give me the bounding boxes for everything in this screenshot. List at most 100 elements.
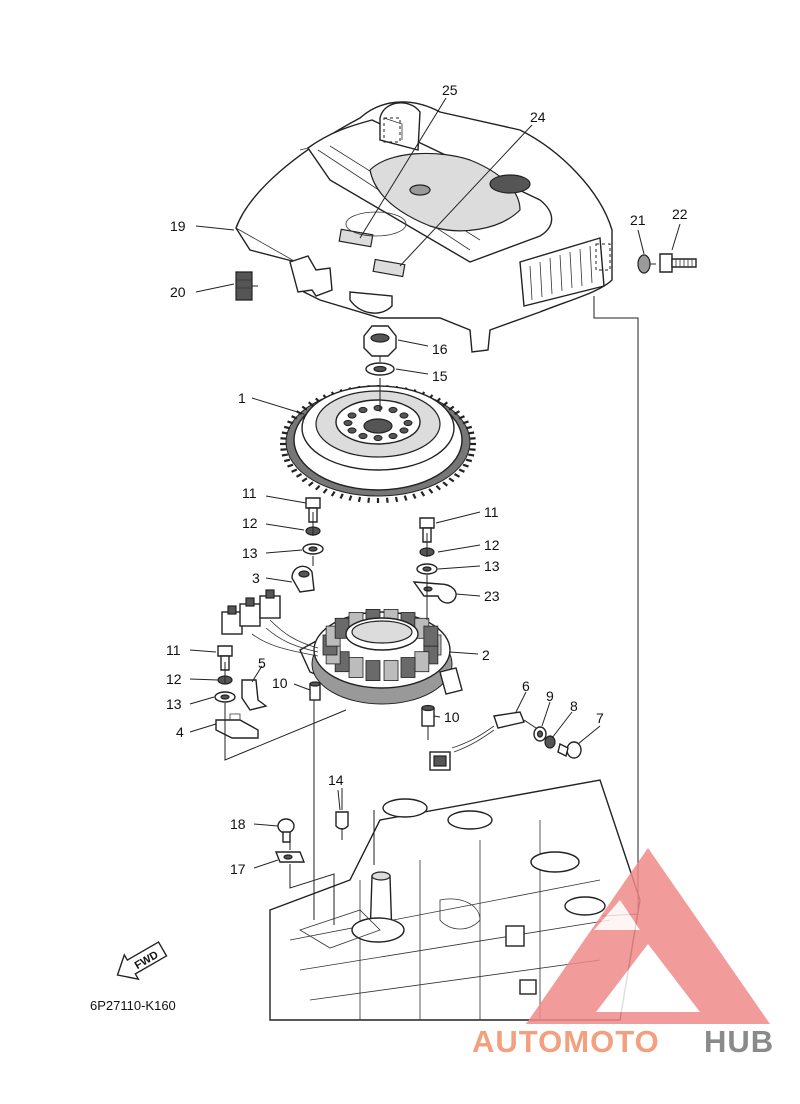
callout-11-right: 11 (484, 504, 499, 520)
flywheel-bolt-hole (373, 404, 383, 412)
gear-tooth (465, 458, 473, 463)
callout-13-upper-left: 13 (242, 545, 258, 561)
gear-tooth (468, 431, 475, 435)
callout-3: 3 (252, 570, 260, 586)
gear-tooth (301, 477, 308, 483)
gear-tooth (295, 473, 303, 478)
gear-tooth (307, 481, 314, 487)
flywheel-bolt-hole (399, 427, 409, 434)
flywheel-bolt-hole (373, 434, 383, 442)
callout-12-right: 12 (484, 537, 500, 553)
gear-tooth (442, 481, 449, 487)
gear-tooth (357, 496, 362, 503)
gear-tooth (412, 493, 417, 499)
gear-tooth (468, 453, 475, 457)
gear-tooth (291, 468, 298, 473)
leader-lines (189, 97, 681, 869)
grommet-part-20 (235, 271, 253, 301)
gear-tooth (465, 425, 473, 430)
gear-tooth (287, 463, 294, 468)
stator-assembly (299, 608, 463, 705)
washer-part-9 (533, 726, 547, 742)
gear-tooth (315, 484, 321, 491)
washer-part-8 (544, 735, 556, 749)
gear-tooth (283, 458, 291, 463)
diagram-code: 6P27110-K160 (90, 998, 176, 1013)
engine-block (269, 779, 641, 1021)
flywheel-bolt-hole (347, 427, 357, 434)
collar-part-10-right (421, 704, 435, 727)
callout-6: 6 (522, 678, 530, 694)
gear-tooth (458, 468, 465, 473)
gear-tooth (348, 495, 353, 501)
flywheel-bolt-hole (403, 419, 413, 427)
callout-24: 24 (530, 109, 546, 125)
callout-5: 5 (258, 655, 266, 671)
gear-tooth (458, 415, 465, 420)
gear-tooth (301, 405, 308, 411)
flywheel-bolt-hole (388, 432, 398, 440)
gear-tooth (453, 473, 461, 478)
flywheel-bolt-hole (358, 432, 368, 440)
callout-25: 25 (442, 82, 458, 98)
flywheel-bolt-hole (343, 419, 353, 427)
callout-15: 15 (432, 368, 448, 384)
gear-tooth (281, 453, 288, 457)
sensor-lead-part-6 (429, 711, 525, 771)
watermark-brand-b: HUB (704, 1024, 774, 1059)
callout-17: 17 (230, 861, 246, 877)
gear-tooth (339, 493, 344, 499)
watermark-brand-a: AUTOMOTO (472, 1024, 660, 1059)
gear-tooth (322, 488, 328, 494)
gear-tooth (462, 420, 469, 425)
gear-tooth (420, 491, 426, 497)
callout-9: 9 (546, 688, 554, 704)
gear-tooth (435, 484, 441, 491)
callout-13-lower-left: 13 (166, 696, 182, 712)
gear-tooth (367, 497, 371, 503)
flywheel-bolt-hole (358, 406, 368, 414)
clamp-part-3 (291, 565, 315, 593)
gear-tooth (462, 463, 469, 468)
plate-part-17 (274, 851, 306, 863)
callout-4: 4 (176, 724, 184, 740)
gear-tooth (428, 488, 434, 494)
clamp-part-23 (412, 581, 457, 604)
gear-tooth (448, 477, 455, 483)
gear-tooth (442, 401, 449, 407)
collar-part-21 (637, 254, 651, 274)
gear-tooth (291, 415, 298, 420)
callout-7: 7 (596, 710, 604, 726)
stator-coil (383, 660, 399, 682)
gear-tooth (287, 420, 294, 425)
gear-tooth (283, 425, 291, 430)
flywheel-bolt-hole (347, 412, 357, 419)
flywheel-cover (235, 101, 613, 353)
bracket-part-5 (241, 679, 268, 711)
bolt-part-22 (659, 253, 697, 273)
callout-2: 2 (482, 647, 490, 663)
flywheel-bolt-hole (388, 406, 398, 414)
callout-13-right: 13 (484, 558, 500, 574)
pin-part-14 (335, 811, 349, 830)
callout-18: 18 (230, 816, 246, 832)
callout-12-lower-left: 12 (166, 671, 182, 687)
gear-tooth (448, 405, 455, 411)
collar-part-10-left (309, 681, 321, 701)
callout-20: 20 (170, 284, 186, 300)
callout-14: 14 (328, 772, 344, 788)
callout-16: 16 (432, 341, 448, 357)
gear-tooth (281, 431, 288, 435)
fwd-label: FWD (133, 949, 161, 972)
callout-12-upper-left: 12 (242, 515, 258, 531)
callout-10-left: 10 (272, 675, 288, 691)
stator-coil (423, 625, 439, 647)
gear-tooth (307, 401, 314, 407)
watermark-logo (526, 848, 770, 1024)
flywheel-rotor (280, 385, 476, 503)
callout-22: 22 (672, 206, 688, 222)
callout-11-upper-left: 11 (242, 485, 257, 501)
callout-labels: 25 24 19 20 21 22 16 15 1 11 12 13 11 12… (166, 82, 688, 877)
callout-19: 19 (170, 218, 186, 234)
